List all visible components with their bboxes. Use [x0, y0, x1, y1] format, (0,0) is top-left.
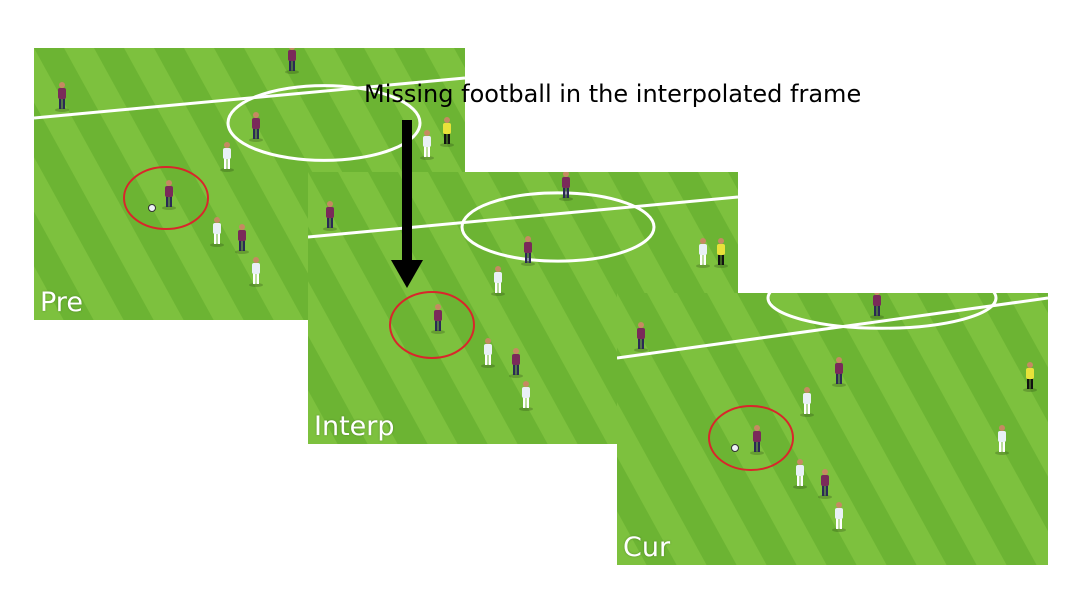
frame-label-interp: Interp [314, 411, 395, 442]
player [249, 257, 263, 287]
player [491, 266, 505, 296]
highlight-circle [123, 166, 209, 230]
player [220, 142, 234, 172]
halfway-line [617, 296, 1048, 360]
player [509, 348, 523, 378]
highlight-circle [708, 405, 794, 471]
center-circle [766, 293, 998, 330]
player [634, 322, 648, 352]
player [285, 48, 299, 74]
player [832, 502, 846, 532]
pitch-image-cur [617, 293, 1048, 565]
caption: Missing football in the interpolated fra… [364, 80, 862, 108]
player [481, 338, 495, 368]
highlight-circle [389, 291, 475, 359]
center-circle [460, 191, 656, 263]
frame-cur: Cur [617, 293, 1048, 565]
player [210, 217, 224, 247]
player [696, 238, 710, 268]
football [731, 444, 739, 452]
player [1023, 362, 1037, 392]
player [249, 112, 263, 142]
player [750, 425, 764, 455]
player [162, 180, 176, 210]
player [323, 201, 337, 231]
player [870, 293, 884, 319]
player [431, 304, 445, 334]
player [521, 236, 535, 266]
halfway-line [308, 195, 738, 239]
football [148, 204, 156, 212]
frame-label-pre: Pre [40, 287, 83, 318]
player [714, 238, 728, 268]
player [818, 469, 832, 499]
halfway-line [34, 76, 465, 120]
player [800, 387, 814, 417]
player [519, 381, 533, 411]
frame-label-cur: Cur [623, 532, 671, 563]
player [559, 172, 573, 201]
player [235, 224, 249, 254]
player [55, 82, 69, 112]
center-circle [226, 84, 422, 162]
player [440, 117, 454, 147]
player [832, 357, 846, 387]
player [420, 130, 434, 160]
down-arrow-icon [391, 120, 423, 288]
player [793, 459, 807, 489]
player [995, 425, 1009, 455]
